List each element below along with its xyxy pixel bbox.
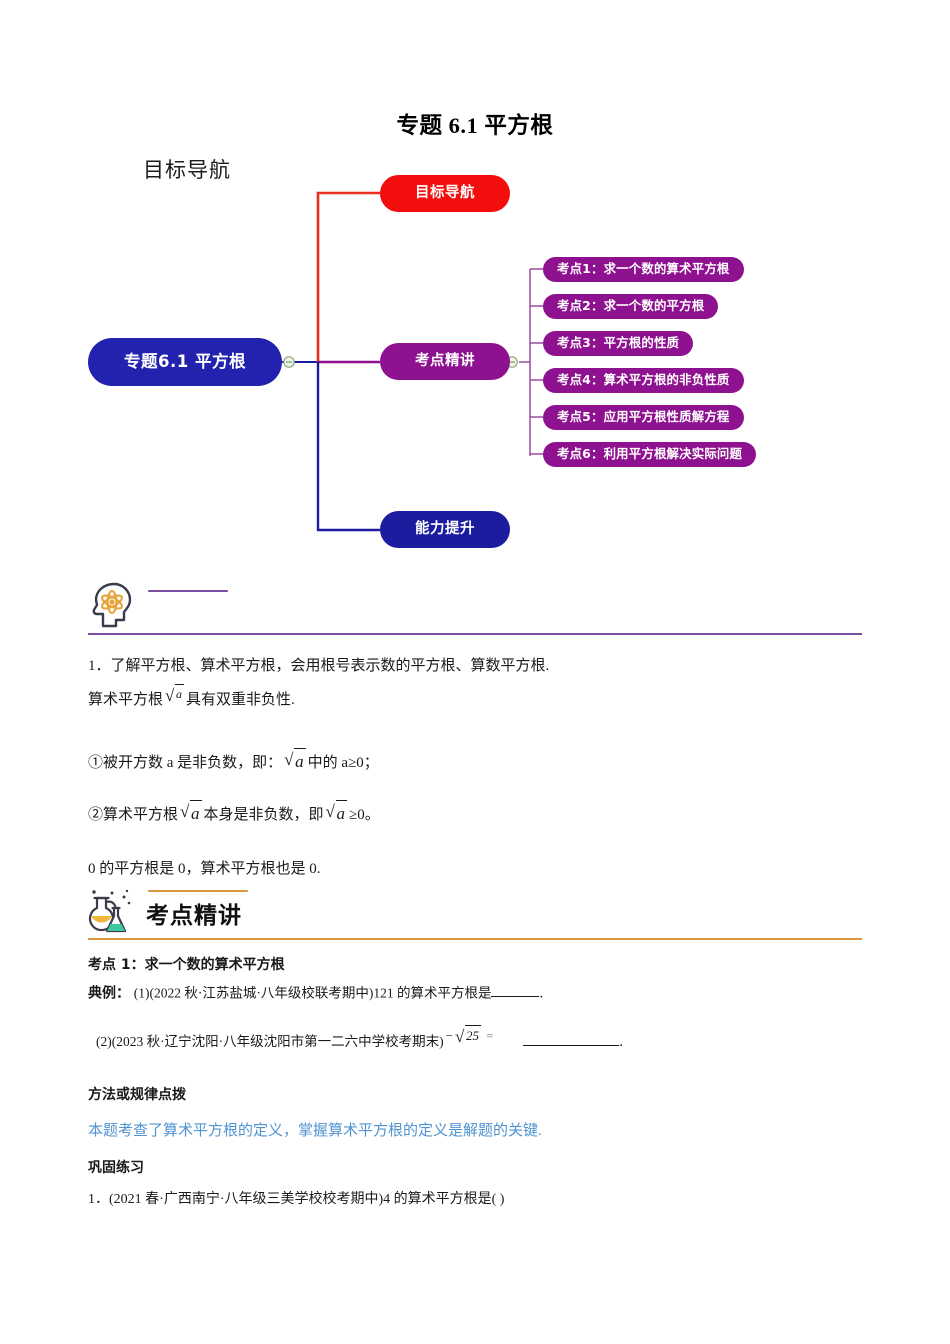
goal-section-divider: [88, 633, 862, 635]
example-1-answer-blank[interactable]: [491, 982, 540, 998]
sqrt-a-item1: a: [284, 747, 306, 775]
goal-item-1-a: ①被开方数 a 是非负数，即：: [88, 755, 283, 771]
kaodian-1-heading: 考点 1：求一个数的算术平方根: [88, 957, 285, 973]
example-line-2: (2)(2023 秋·辽宁沈阳·八年级沈阳市第一二六中学校考期末)−25 =.: [96, 1024, 624, 1054]
mindmap: 目标导航 专题6.1 平方根 目标导航 考点精讲 能力提升 考点1：求一个数的算…: [0, 150, 950, 570]
example-line-1: 典例： (1)(2022 秋·江苏盐城·八年级校联考期中)121 的算术平方根是…: [88, 982, 543, 1006]
practice-item-1: 1．(2021 春·广西南宁·八年级三美学校校考期中)4 的算术平方根是( ): [88, 1192, 505, 1207]
mindmap-leaf-4[interactable]: 考点4：算术平方根的非负性质: [543, 368, 744, 393]
example-1-text: (1)(2022 秋·江苏盐城·八年级校联考期中)121 的算术平方根是: [133, 985, 492, 1001]
example-2-text: (2)(2023 秋·辽宁沈阳·八年级沈阳市第一二六中学校考期末): [96, 1034, 444, 1049]
goal-item-2-b: 本身是非负数，即: [203, 807, 324, 823]
goal-title-underline: [148, 590, 228, 592]
mindmap-leaf-2[interactable]: 考点2：求一个数的平方根: [543, 294, 719, 319]
goal-line-2-a: 算术平方根: [88, 692, 164, 708]
goal-line-2-b: 具有双重非负性.: [186, 692, 295, 708]
detail-title-underline: [148, 890, 248, 892]
head-brain-icon: [92, 582, 132, 628]
sqrt-25: 25: [455, 1024, 481, 1051]
detail-section-title: 考点精讲: [146, 903, 242, 929]
practice-heading: 巩固练习: [88, 1160, 144, 1176]
mindmap-leaf-5[interactable]: 考点5：应用平方根性质解方程: [543, 405, 744, 430]
goal-item-2: ②算术平方根a本身是非负数，即a≥0。: [88, 799, 380, 827]
lab-flask-icon: [88, 889, 131, 933]
goal-section-header: [88, 580, 862, 636]
mindmap-leaf-1[interactable]: 考点1：求一个数的算术平方根: [543, 257, 744, 282]
mindmap-caption: 目标导航: [143, 158, 231, 182]
sqrt-a-item2-first: a: [180, 799, 202, 827]
goal-line-2: 算术平方根a具有双重非负性.: [88, 683, 295, 712]
sqrt-a-inline: a: [165, 683, 185, 709]
example-2-answer-blank[interactable]: [523, 1031, 620, 1046]
example-label: 典例：: [88, 985, 130, 1002]
goal-line-1: 1．了解平方根、算术平方根，会用根号表示数的平方根、算数平方根.: [88, 658, 550, 674]
goal-item-2-a: ②算术平方根: [88, 807, 179, 823]
neg-sqrt-25: −25 =: [445, 1024, 494, 1051]
page-title: 专题 6.1 平方根: [396, 113, 554, 138]
equals-sign: =: [485, 1028, 494, 1043]
detail-section-divider: [88, 938, 862, 940]
mindmap-node-ability[interactable]: 能力提升: [380, 511, 510, 548]
example-1-period: .: [539, 985, 544, 1002]
goal-line-zero: 0 的平方根是 0，算术平方根也是 0.: [88, 861, 321, 877]
method-heading: 方法或规律点拨: [88, 1087, 186, 1103]
goal-item-1-b: 中的 a≥0；: [307, 755, 379, 771]
mindmap-node-goal[interactable]: 目标导航: [380, 175, 510, 212]
minus-sign: −: [445, 1028, 453, 1043]
mindmap-connectors: [282, 191, 543, 532]
sqrt-a-item2-second: a: [326, 799, 348, 827]
mindmap-node-root[interactable]: 专题6.1 平方根: [88, 338, 282, 386]
detail-section-header: 考点精讲: [88, 886, 862, 942]
mindmap-node-detail[interactable]: 考点精讲: [380, 343, 510, 380]
mindmap-leaf-6[interactable]: 考点6：利用平方根解决实际问题: [543, 442, 757, 467]
goal-item-1: ①被开方数 a 是非负数，即：a中的 a≥0；: [88, 747, 379, 775]
mindmap-leaf-3[interactable]: 考点3：平方根的性质: [543, 331, 694, 356]
goal-item-2-c: ≥0。: [349, 807, 380, 823]
example-2-period: .: [619, 1034, 624, 1050]
method-text: 本题考查了算术平方根的定义，掌握算术平方根的定义是解题的关键.: [88, 1123, 542, 1139]
